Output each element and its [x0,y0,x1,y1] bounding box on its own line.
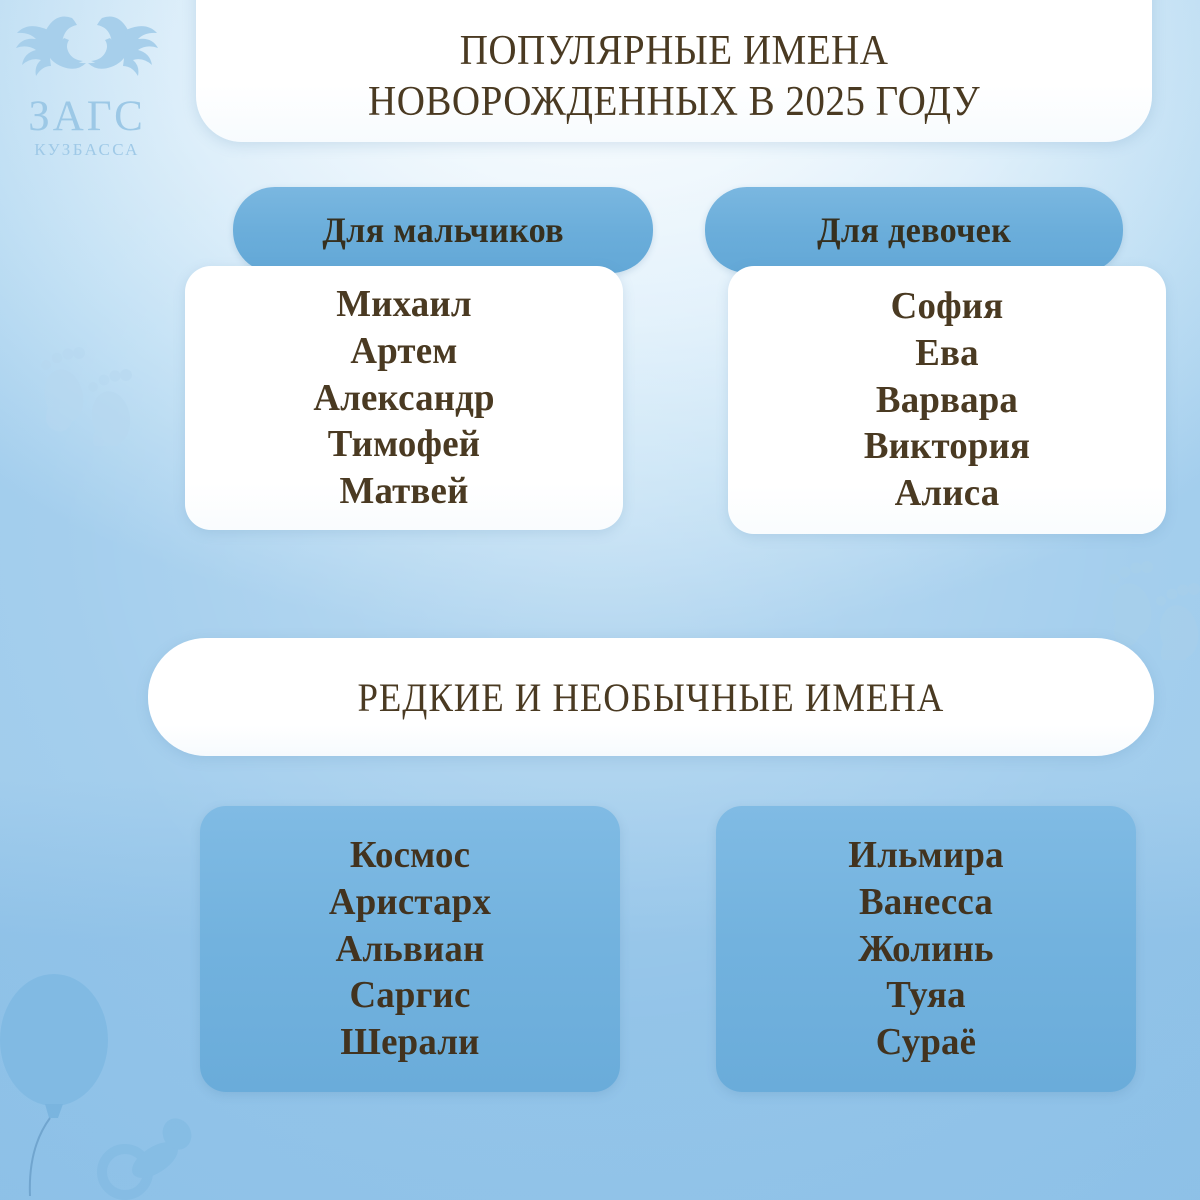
card-rare-girls: Ильмира Ванесса Жолинь Туяа Сураё [716,806,1136,1092]
list-item: Шерали [340,1021,480,1064]
brand-subtitle: КУЗБАССА [34,140,140,160]
baby-footprints-icon [32,338,144,446]
name-list-rare-girls: Ильмира Ванесса Жолинь Туяа Сураё [716,832,1136,1066]
brand-name: ЗАГС [28,93,146,140]
list-item: Артем [350,329,458,372]
list-item: Тимофей [327,423,481,466]
list-item: Ванесса [858,880,994,923]
list-item: Ильмира [848,834,1004,877]
list-item: Саргис [349,974,471,1017]
balloon-icon [0,968,122,1198]
page-title: ПОПУЛЯРНЫЕ ИМЕНА НОВОРОЖДЕННЫХ В 2025 ГО… [367,27,981,125]
baby-footprints-icon [1100,552,1200,660]
list-item: Михаил [336,283,472,326]
brand-logo: ЗАГС КУЗБАССА [14,8,160,160]
list-item: София [890,285,1004,328]
list-item: Варвара [875,378,1019,421]
heading-label-boys: Для мальчиков [322,210,564,250]
list-item: Сураё [875,1021,977,1064]
heading-pill-girls: Для девочек [705,187,1123,273]
list-item: Жолинь [858,927,994,970]
heading-pill-boys: Для мальчиков [233,187,653,273]
two-swans-icon [14,8,160,94]
heading-label-girls: Для девочек [816,210,1012,250]
name-list-rare-boys: Космос Аристарх Альвиан Саргис Шерали [200,832,620,1066]
list-item: Космос [349,834,471,877]
name-list-popular-girls: София Ева Варвара Виктория Алиса [728,283,1166,517]
rare-names-banner-label: РЕДКИЕ И НЕОБЫЧНЫЕ ИМЕНА [357,674,945,720]
card-popular-girls: София Ева Варвара Виктория Алиса [728,266,1166,534]
title-card: ПОПУЛЯРНЫЕ ИМЕНА НОВОРОЖДЕННЫХ В 2025 ГО… [196,0,1152,142]
list-item: Матвей [339,470,469,513]
card-popular-boys: Михаил Артем Александр Тимофей Матвей [185,266,623,530]
list-item: Аристарх [328,880,492,923]
name-list-popular-boys: Михаил Артем Александр Тимофей Матвей [185,281,623,515]
pacifier-icon [95,1112,199,1200]
list-item: Ева [915,331,979,374]
list-item: Альвиан [335,927,485,970]
list-item: Александр [313,376,495,419]
list-item: Туяа [886,974,966,1017]
list-item: Виктория [863,425,1031,468]
card-rare-boys: Космос Аристарх Альвиан Саргис Шерали [200,806,620,1092]
rare-names-banner: РЕДКИЕ И НЕОБЫЧНЫЕ ИМЕНА [148,638,1154,756]
list-item: Алиса [894,472,1000,515]
